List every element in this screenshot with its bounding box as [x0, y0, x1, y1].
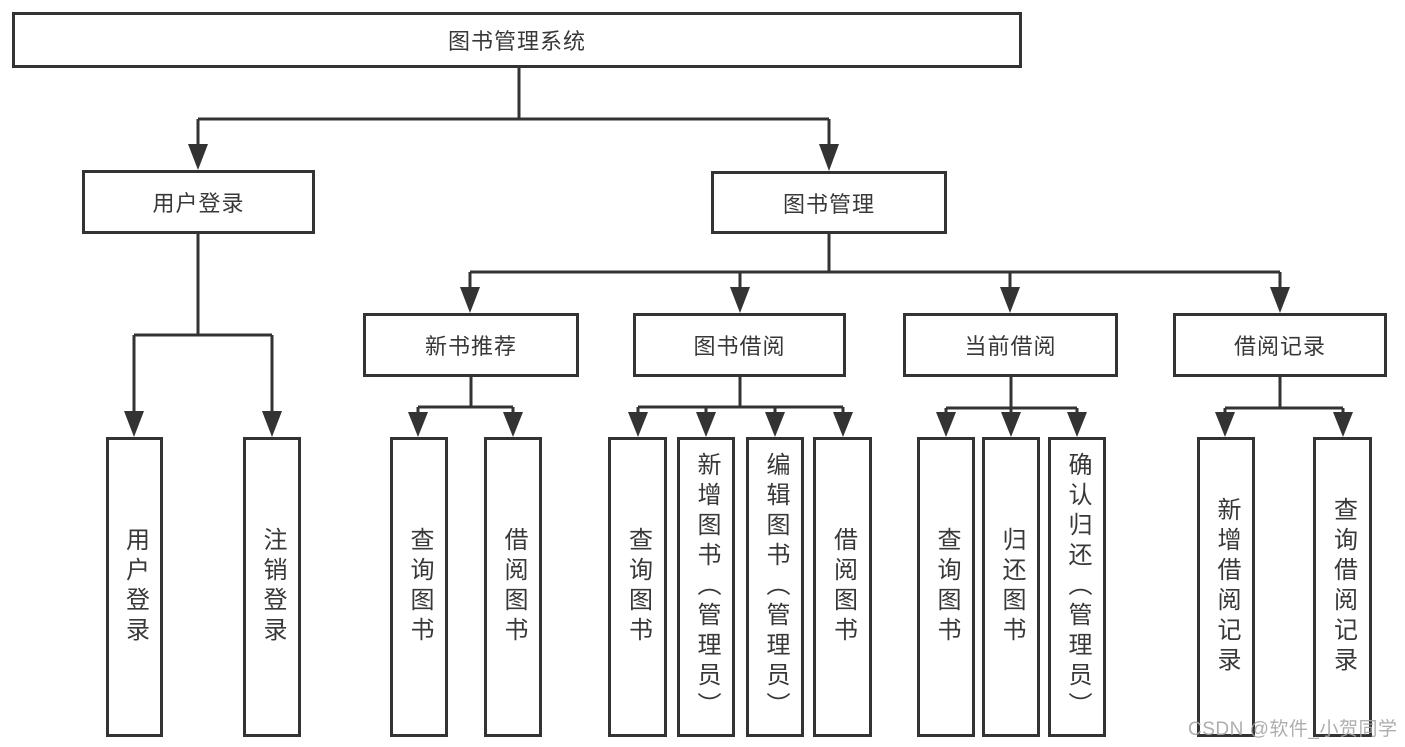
leaf-borrow-books-borrowing: 借阅图书: [813, 437, 872, 737]
leaf-user-login: 用户登录: [106, 437, 163, 737]
leaf-return-books: 归还图书: [982, 437, 1040, 737]
node-label: 查询图书: [406, 527, 433, 647]
arrowheads: [124, 144, 1353, 437]
leaf-query-borrow-record: 查询借阅记录: [1313, 437, 1372, 737]
node-label: 新增图书（管理员）: [693, 452, 720, 722]
node-label: 借阅图书: [829, 527, 857, 647]
node-label: 图书管理系统: [447, 29, 586, 54]
node-new-book-recommendation: 新书推荐: [363, 313, 579, 377]
node-label: 图书借阅: [693, 334, 786, 359]
node-label: 当前借阅: [964, 334, 1057, 359]
leaf-logout: 注销登录: [243, 437, 301, 737]
node-user-login: 用户登录: [82, 170, 315, 234]
node-borrowing-records: 借阅记录: [1173, 313, 1387, 377]
node-label: 借阅记录: [1233, 334, 1326, 359]
node-current-borrowing: 当前借阅: [903, 313, 1118, 377]
leaf-borrow-books-recommend: 借阅图书: [484, 437, 542, 737]
leaf-query-books-recommend: 查询图书: [390, 437, 448, 737]
leaf-add-book-admin: 新增图书（管理员）: [677, 437, 735, 737]
node-label: 编辑图书（管理员）: [762, 452, 789, 722]
leaf-add-borrow-record: 新增借阅记录: [1197, 437, 1255, 737]
node-label: 图书管理: [782, 191, 875, 217]
leaf-confirm-return-admin: 确认归还（管理员）: [1048, 437, 1106, 737]
leaf-query-books-current: 查询图书: [917, 437, 975, 737]
node-label: 归还图书: [998, 527, 1025, 647]
node-label: 查询借阅记录: [1329, 497, 1357, 677]
node-label: 新增借阅记录: [1213, 497, 1240, 677]
node-label: 用户登录: [152, 191, 245, 216]
node-label: 查询图书: [624, 527, 652, 647]
node-label: 确认归还（管理员）: [1064, 452, 1091, 722]
csdn-watermark: CSDN @软件_小贺同学: [1188, 719, 1398, 740]
node-library-management-system: 图书管理系统: [12, 12, 1022, 68]
node-label: 用户登录: [121, 527, 149, 647]
leaf-edit-book-admin: 编辑图书（管理员）: [746, 437, 804, 737]
node-label: 注销登录: [259, 527, 286, 647]
node-book-borrowing: 图书借阅: [633, 313, 846, 377]
node-book-management: 图书管理: [711, 171, 947, 234]
node-label: 查询图书: [933, 527, 960, 647]
leaf-query-books-borrowing: 查询图书: [608, 437, 667, 737]
node-label: 借阅图书: [500, 527, 527, 647]
node-label: 新书推荐: [424, 334, 517, 359]
